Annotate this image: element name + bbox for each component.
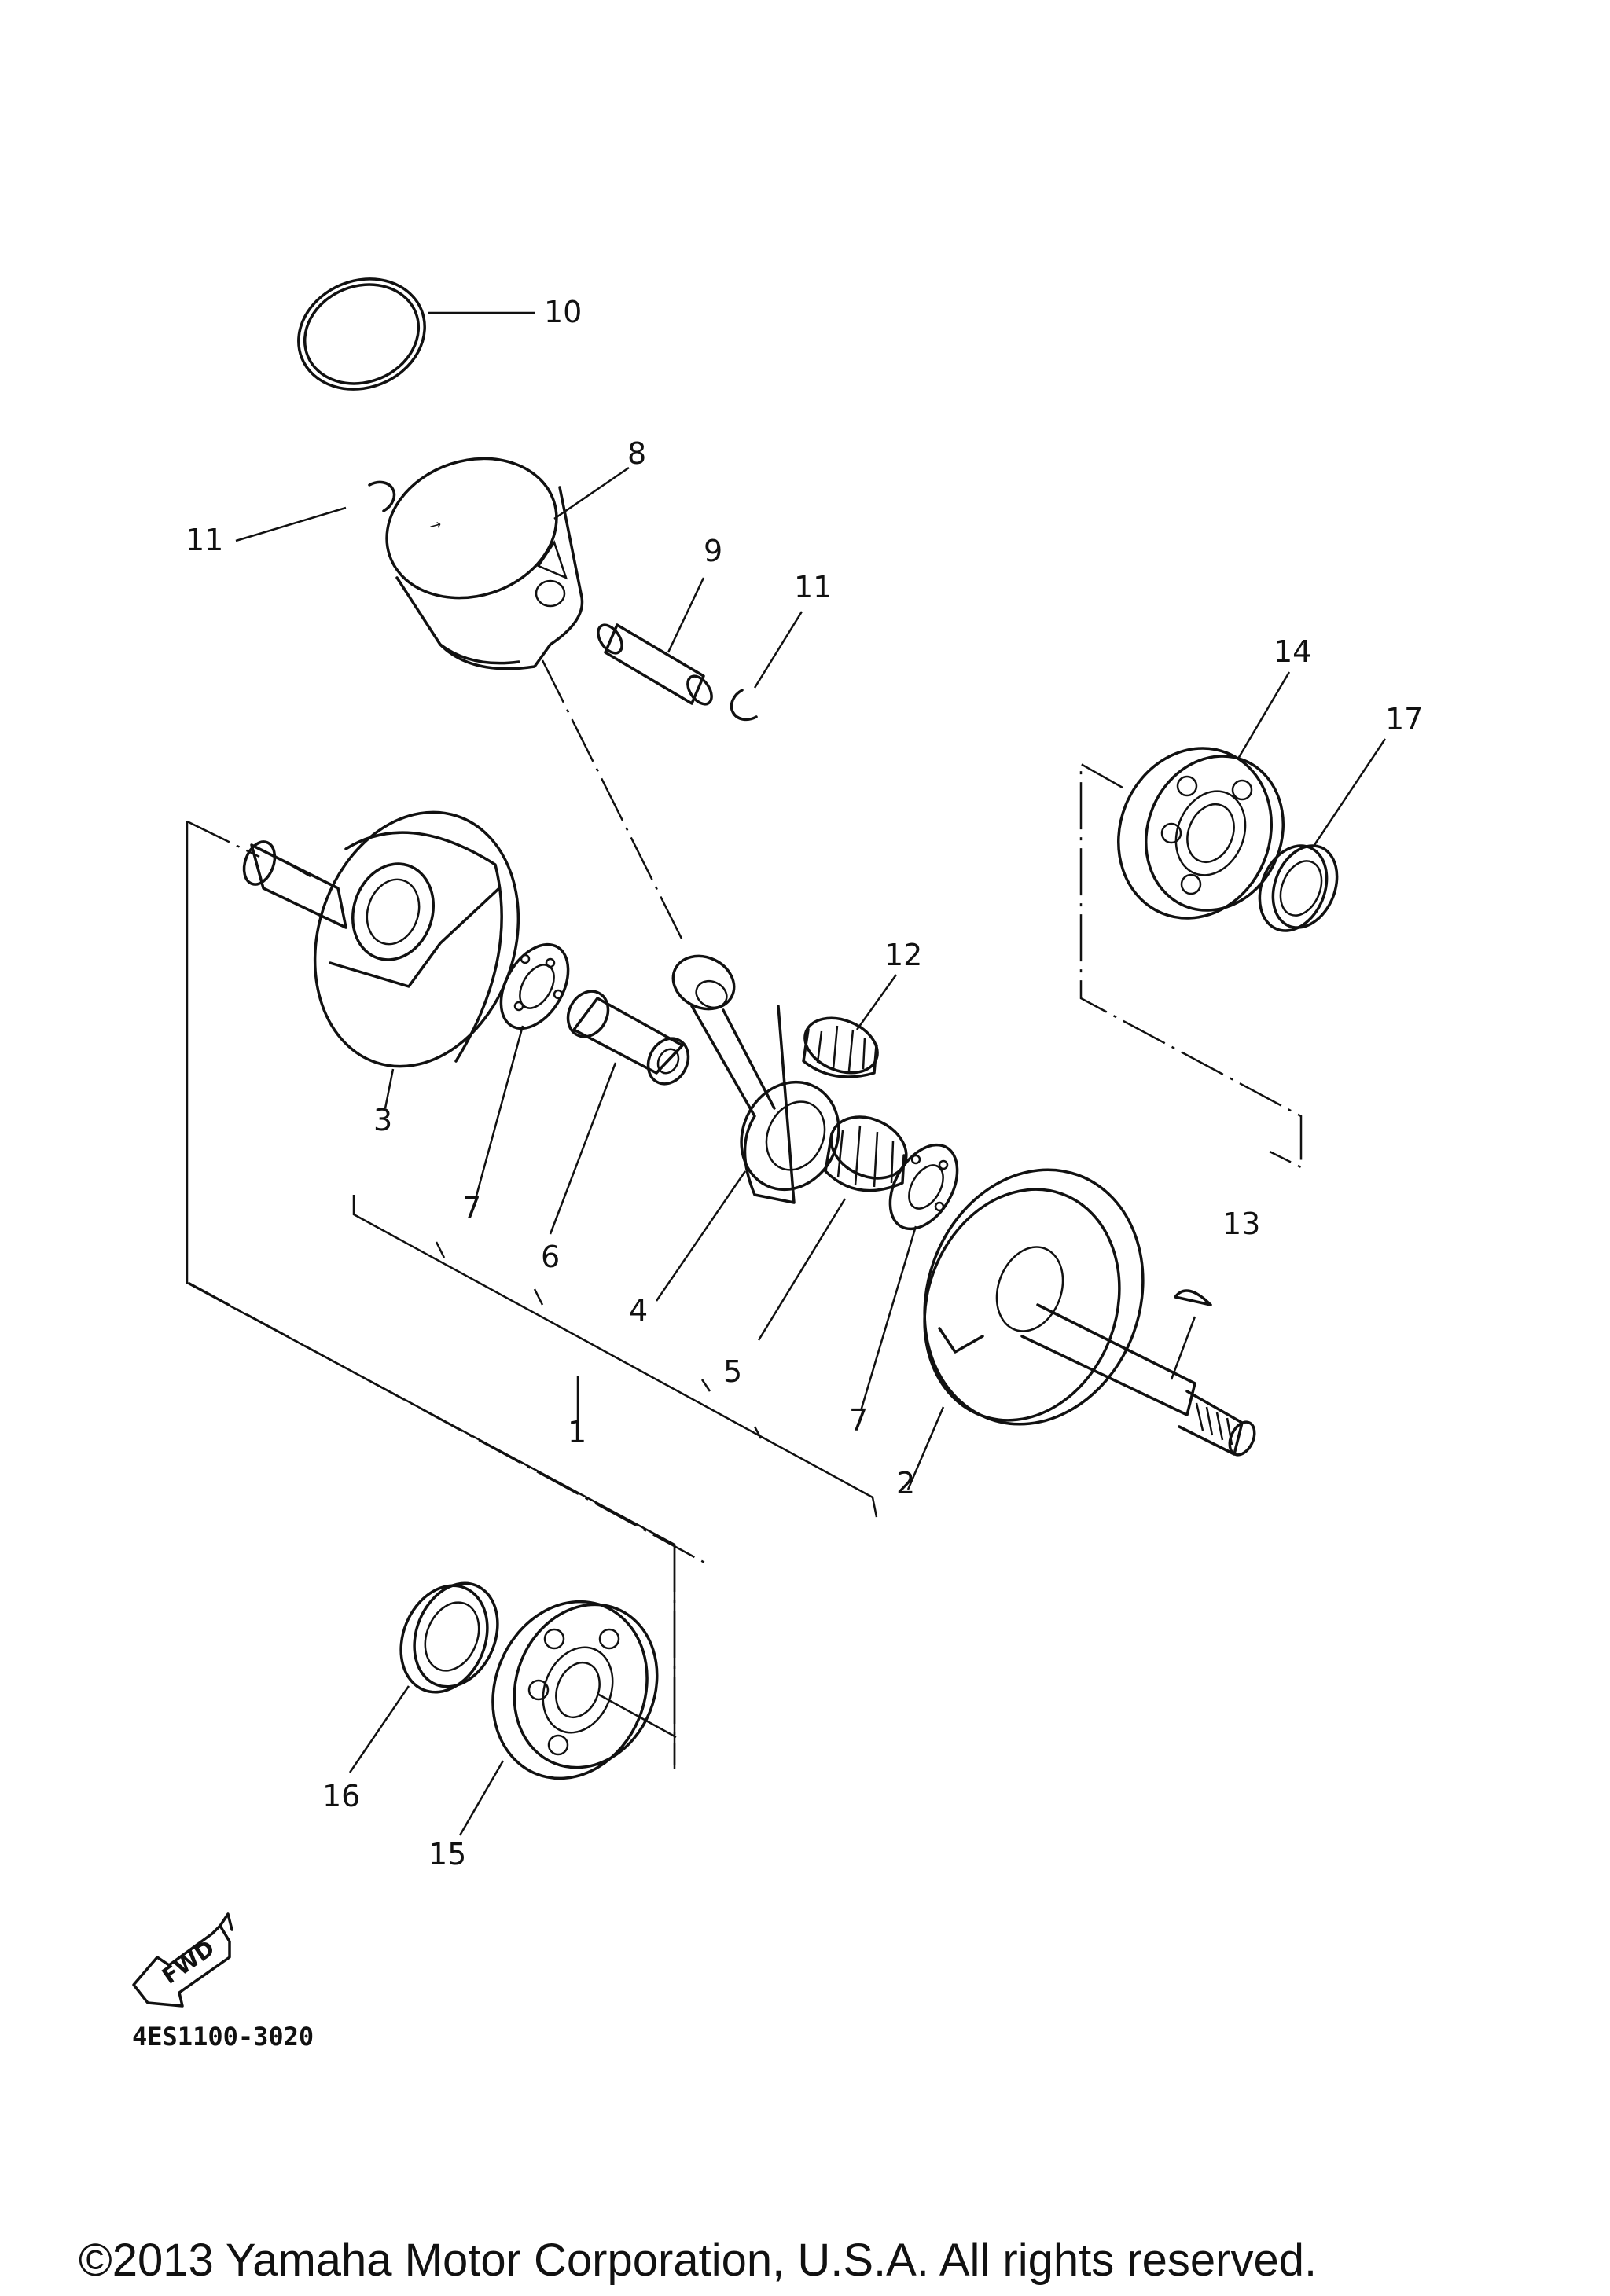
crank-half-right[interactable] (890, 1139, 1259, 1490)
diagram-code: 4ES1100-3020 (132, 2022, 314, 2052)
callout-1: 1 (568, 1415, 586, 1449)
crank-pin[interactable] (549, 984, 696, 1235)
callout-12: 12 (884, 938, 922, 972)
needle-bearing-small[interactable] (797, 974, 898, 1083)
callout-4: 4 (629, 1293, 648, 1328)
oil-seal-right[interactable] (1248, 738, 1387, 941)
callout-14: 14 (1274, 634, 1311, 669)
circlip-lower[interactable] (730, 611, 803, 722)
thrust-washer-right[interactable] (859, 1133, 971, 1412)
callout-labels: 10 8 11 9 11 14 17 12 3 7 6 13 4 5 1 7 2… (186, 295, 1423, 1872)
callout-3: 3 (373, 1103, 392, 1137)
callout-6: 6 (541, 1240, 560, 1274)
callout-13: 13 (1222, 1207, 1260, 1241)
callout-10: 10 (544, 295, 582, 329)
callout-8: 8 (627, 436, 646, 471)
callout-7-right: 7 (849, 1403, 868, 1438)
piston-ring[interactable] (281, 260, 535, 408)
copyright-notice: ©2013 Yamaha Motor Corporation, U.S.A. A… (79, 2235, 1317, 2286)
callout-2: 2 (896, 1466, 915, 1501)
fwd-arrow-icon: FWD (132, 1912, 233, 2008)
callout-16: 16 (322, 1779, 360, 1813)
piston[interactable]: → (369, 437, 630, 670)
assembly-brackets (186, 659, 878, 1769)
crank-half-left[interactable] (239, 785, 550, 1109)
bearing-left[interactable] (458, 1578, 681, 1836)
needle-bearing-big[interactable] (757, 1105, 917, 1341)
callout-15: 15 (428, 1837, 466, 1872)
woodruff-key[interactable] (1170, 1289, 1212, 1380)
connecting-rod[interactable] (655, 946, 856, 1302)
bracket-right-bearing (1079, 762, 1303, 1170)
circlip-upper[interactable] (235, 480, 396, 542)
callout-5: 5 (723, 1354, 742, 1389)
svg-text:→: → (428, 516, 443, 535)
oil-seal-left[interactable] (348, 1570, 513, 1773)
piston-pin[interactable] (594, 577, 717, 708)
callout-11-lower: 11 (794, 570, 832, 604)
fwd-label: FWD (157, 1935, 219, 1989)
callout-9: 9 (704, 534, 722, 568)
callout-11-upper: 11 (186, 523, 223, 557)
callout-7-left: 7 (462, 1191, 481, 1225)
thrust-washer-left[interactable] (474, 933, 582, 1199)
callout-17: 17 (1385, 702, 1423, 737)
